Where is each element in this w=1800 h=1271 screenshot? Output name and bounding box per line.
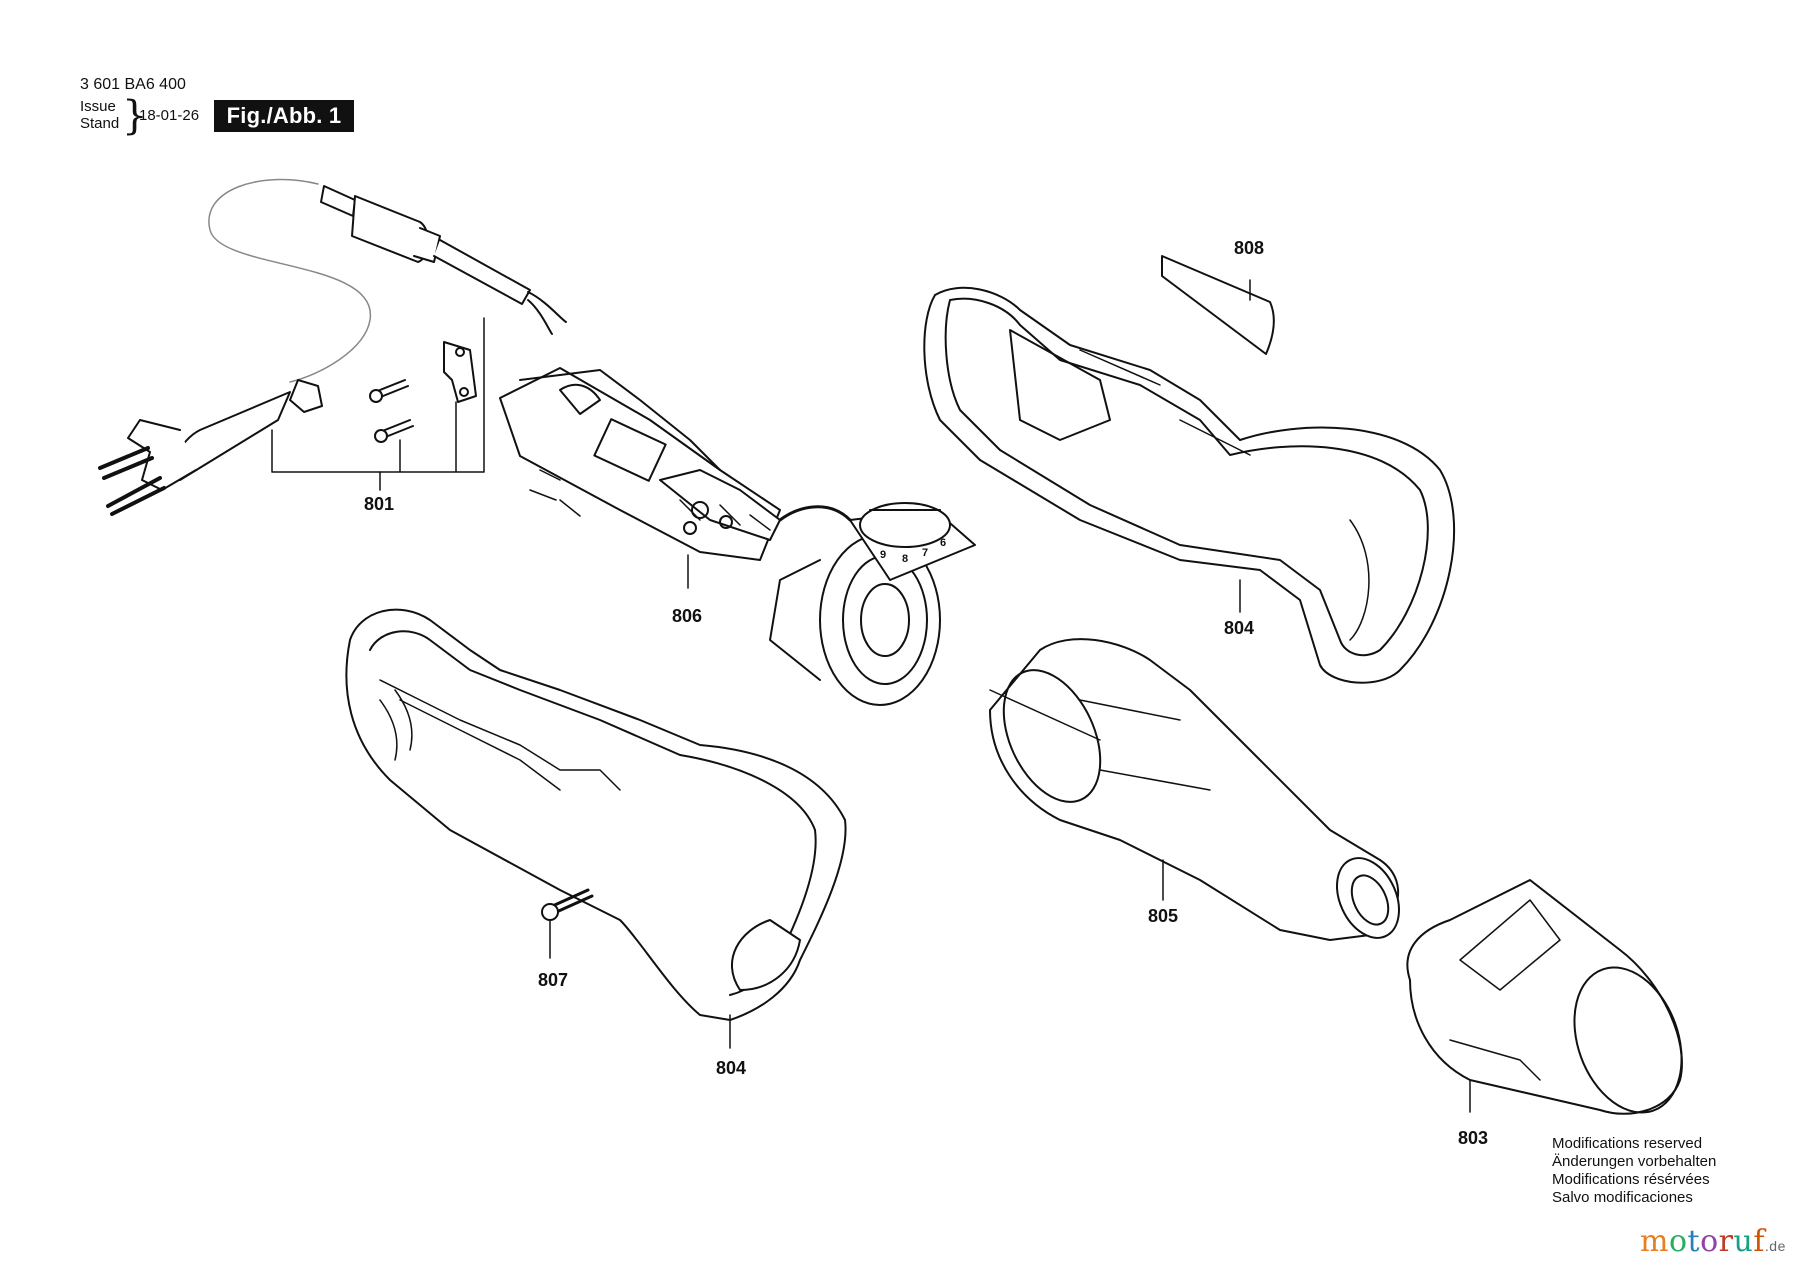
brace-symbol: } (122, 93, 148, 139)
document-number: 3 601 BA6 400 (80, 76, 186, 93)
brand-letter: r (1718, 1224, 1734, 1259)
part-label-804-right: 804 (1224, 618, 1255, 638)
part-label-805: 805 (1148, 906, 1179, 926)
part-label-801: 801 (364, 494, 395, 514)
issue-label: Issue (80, 98, 116, 115)
brand-letter: o (1668, 1224, 1688, 1259)
dial-number-6: 6 (940, 537, 946, 549)
housing-half-left (345, 608, 847, 1049)
nozzle-cap (1406, 879, 1683, 1115)
part-label-803: 803 (1458, 1128, 1489, 1148)
dial-number-8: 8 (902, 553, 908, 565)
figure-label: Fig./Abb. 1 (214, 100, 354, 132)
issue-block: Issue Stand (80, 98, 119, 132)
note-es: Salvo modificaciones (1552, 1189, 1693, 1206)
brand-letter: o (1700, 1224, 1719, 1259)
brand-tld: .de (1764, 1238, 1786, 1254)
stand-label: Stand (80, 115, 120, 132)
power-cord-assembly (98, 178, 567, 516)
brand-letter: m (1640, 1224, 1669, 1259)
dial-number-9: 9 (880, 549, 886, 561)
modification-notes: Modifications reserved Änderungen vorbeh… (1552, 1135, 1716, 1207)
note-en: Modifications reserved (1552, 1135, 1703, 1152)
heating-element (989, 638, 1400, 941)
brand-letter: f (1753, 1224, 1765, 1259)
brand-letter: t (1687, 1224, 1701, 1259)
note-fr: Modifications résérvées (1552, 1171, 1710, 1188)
part-label-807: 807 (538, 970, 569, 990)
part-label-804-left: 804 (716, 1058, 747, 1078)
note-de: Änderungen vorbehalten (1552, 1153, 1717, 1170)
label-sticker (1161, 255, 1275, 355)
issue-date: 18-01-26 (139, 107, 200, 124)
brand-letter: u (1733, 1224, 1754, 1259)
dial-number-7: 7 (922, 547, 928, 559)
part-label-806: 806 (672, 606, 703, 626)
housing-half-right (923, 286, 1456, 684)
part-label-808: 808 (1234, 238, 1265, 258)
electronics-assembly: 9 8 7 6 (499, 367, 976, 706)
motoruf-logo: motoruf.de (1640, 1224, 1786, 1259)
